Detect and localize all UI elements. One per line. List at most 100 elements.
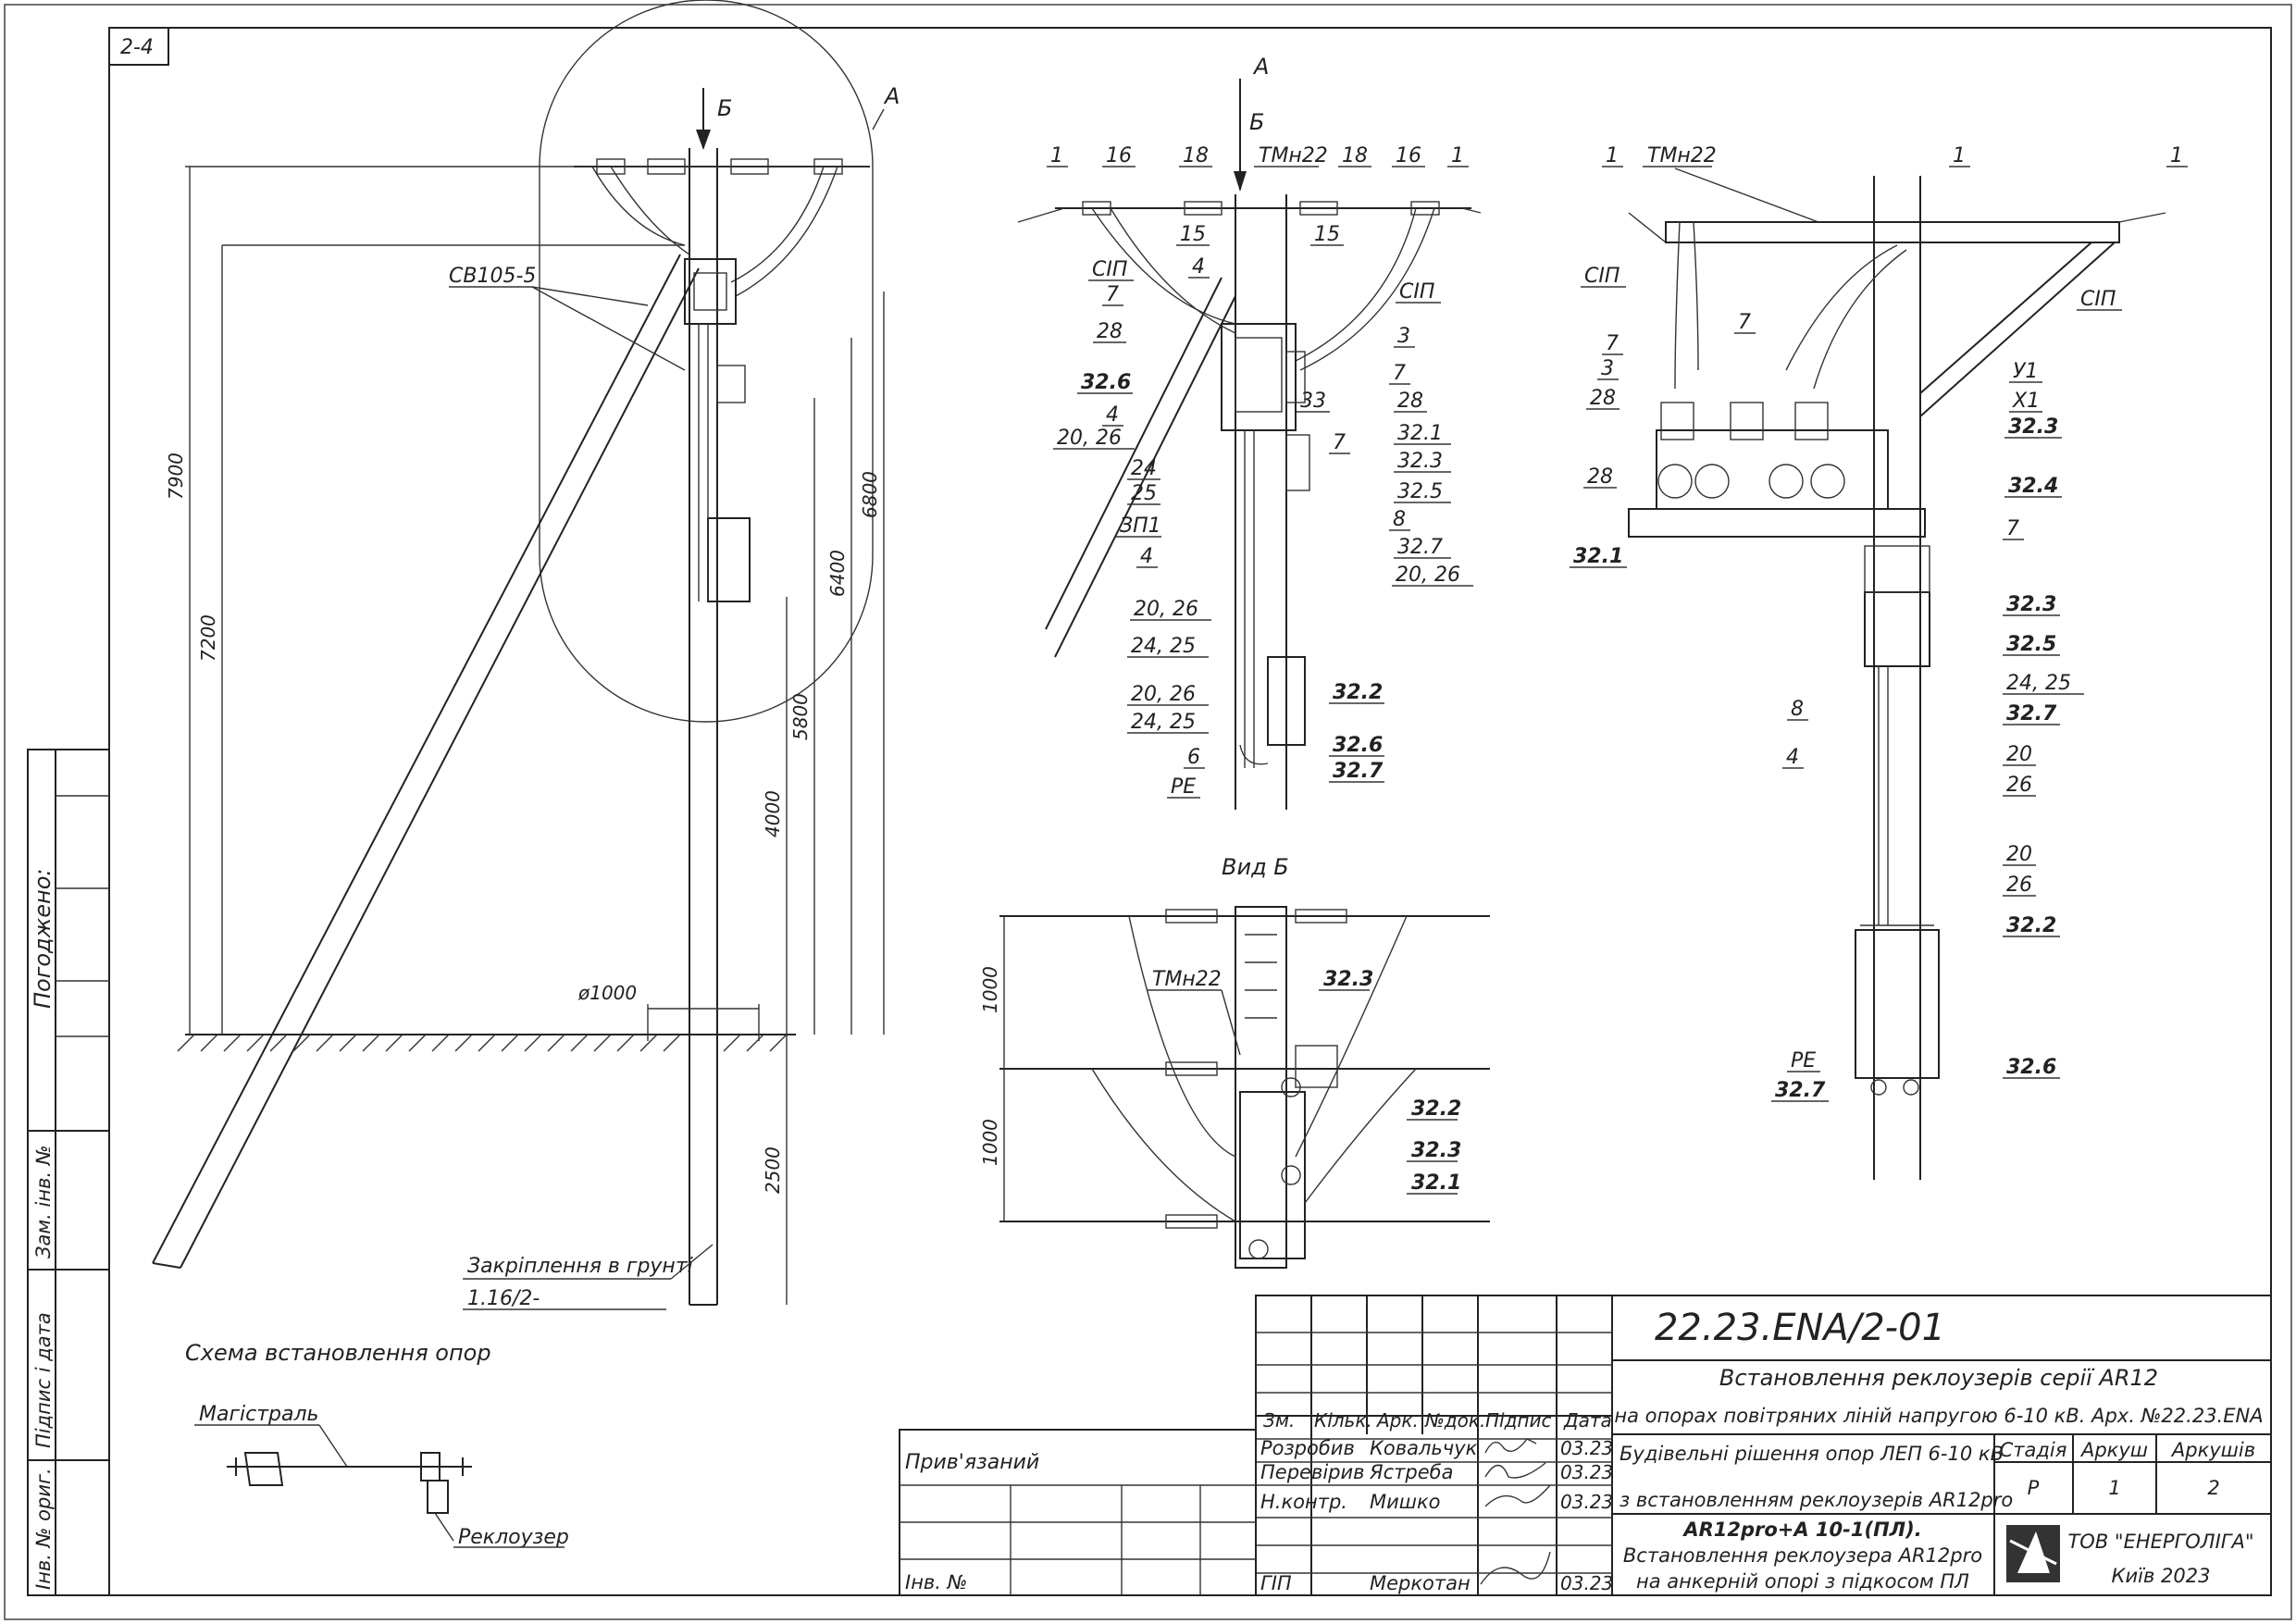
detail-right-label-11: 28	[1587, 465, 1613, 489]
row-date-2: 03.23	[1560, 1461, 1613, 1483]
detail-a-label-31: 24, 25	[1131, 635, 1196, 658]
detail-a-label-2: 18	[1183, 144, 1209, 167]
view-b-tmn: ТМн22	[1152, 968, 1222, 991]
view-b-title: Вид Б	[1222, 854, 1289, 880]
dim-2500: 2500	[762, 1147, 784, 1194]
detail-right-label-21: 4	[1786, 746, 1799, 769]
scheme-mainline-label: Магістраль	[199, 1403, 319, 1426]
detail-right-label-13: 32.3	[2008, 415, 2058, 439]
detail-right-label-9: 3	[1601, 357, 1614, 380]
sheets-header: Аркушів	[2170, 1439, 2255, 1461]
row-name-1: Ковальчук	[1370, 1437, 1478, 1459]
detail-a-label-15: 7	[1393, 362, 1406, 385]
company-logo	[2006, 1525, 2060, 1582]
detail-a-label-11: 7	[1106, 283, 1119, 306]
outer-border	[4, 4, 2292, 1620]
drawing-name-1: AR12pro+A 10-1(ПЛ).	[1682, 1519, 1921, 1541]
detail-a-label-8: СІП	[1092, 258, 1127, 281]
left-side-block: Погоджено: Зам. інв. № Підпис і дата Інв…	[27, 749, 110, 1596]
view-b-label-32-2: 32.2	[1411, 1097, 1461, 1121]
detail-a-label-33: 24, 25	[1131, 711, 1196, 734]
dim-7900: 7900	[165, 452, 187, 500]
detail-a-label-13: 3	[1397, 325, 1410, 348]
view-b-dim-1: 1000	[979, 966, 1001, 1013]
detail-a-label-24: 25	[1131, 482, 1157, 505]
detail-a-label-28: 4	[1140, 545, 1153, 568]
detail-right-label-28: 32.7	[1775, 1079, 1826, 1102]
detail-a-label-22: 32.5	[1397, 480, 1443, 503]
detail-a-tmn: ТМн22	[1259, 144, 1328, 167]
col-signature: Підпис	[1485, 1409, 1552, 1432]
dim-7200: 7200	[197, 614, 219, 662]
company-city: Київ 2023	[2112, 1565, 2211, 1587]
detail-a-label-5: 1	[1451, 144, 1464, 167]
row-name-4: Меркотан	[1370, 1572, 1471, 1594]
detail-a-label-3: 18	[1342, 144, 1368, 167]
callout-a-oval	[539, 0, 874, 723]
row-role-1: Розробив	[1260, 1437, 1355, 1459]
detail-right-label-12: 32.1	[1573, 545, 1623, 568]
col-ark: Арк.	[1375, 1409, 1419, 1432]
detail-right-label-25: 26	[2006, 874, 2032, 897]
detail-a-label-21: 7	[1333, 431, 1346, 454]
signature-3	[1484, 1484, 1551, 1507]
row-name-3: Мишко	[1370, 1491, 1441, 1513]
sheet-tag: 2-4	[120, 36, 154, 59]
inv-label: Інв. №	[905, 1571, 968, 1593]
detail-a-label-29: 20, 26	[1396, 564, 1460, 587]
detail-right-label-0: 1	[1606, 144, 1619, 167]
dim-5800: 5800	[789, 693, 812, 740]
col-ndok: №док.	[1424, 1409, 1485, 1432]
ground-fixing-label: Закріплення в грунті	[467, 1255, 693, 1278]
detail-a-label-12: 28	[1097, 320, 1123, 343]
title-line-2: на опорах повітряних ліній напругою 6-10…	[1614, 1405, 2263, 1427]
detail-a-bold-label-1: 32.2	[1333, 681, 1383, 704]
sign-date-label: Підпис і дата	[32, 1312, 55, 1448]
detail-right-label-19: 8	[1791, 698, 1804, 721]
sheet-header: Аркуш	[2079, 1439, 2148, 1461]
dimension-lines	[185, 166, 885, 1305]
installation-scheme: Схема встановлення опор Магістраль Рекло…	[185, 1340, 569, 1549]
detail-a-arrow-b: Б	[1249, 109, 1264, 135]
detail-right-label-14: 32.4	[2008, 475, 2058, 498]
detail-right-label-23: 26	[2006, 774, 2032, 797]
detail-a-label-19: 20, 26	[1057, 427, 1122, 450]
detail-a-label-25: 8	[1393, 508, 1406, 531]
detail-right-label-24: 20	[2006, 843, 2032, 866]
scheme-title: Схема встановлення опор	[185, 1340, 491, 1366]
detail-right-label-3: СІП	[1584, 265, 1620, 288]
view-b-label-32-3a: 32.3	[1323, 968, 1373, 991]
detail-right-label-26: 32.2	[2006, 914, 2056, 937]
title-block: Прив'язаний Інв. № 22.23.ENA/2-01 Встано…	[899, 1295, 2272, 1596]
detail-a-label-20: 32.3	[1397, 450, 1443, 473]
view-b-label-32-3b: 32.3	[1411, 1139, 1461, 1162]
detail-right-label-27: PE	[1791, 1049, 1816, 1072]
signature-1	[1484, 1438, 1537, 1454]
row-date-1: 03.23	[1560, 1437, 1613, 1459]
inv-orig-label: Інв. № ориг.	[32, 1468, 55, 1590]
detail-a-label-10: СІП	[1399, 280, 1434, 304]
dim-diameter: ø1000	[577, 982, 637, 1004]
stage-header: Стадія	[2000, 1439, 2067, 1461]
drawing-name-3: на анкерній опорі з підкосом ПЛ	[1636, 1570, 1969, 1593]
dim-6800: 6800	[859, 471, 881, 518]
detail-a: А Б ТМн22	[1017, 54, 1482, 810]
view-b-dim-2: 1000	[979, 1119, 1001, 1166]
detail-a-label-0: 1	[1050, 144, 1063, 167]
detail-a-label-18: 32.1	[1397, 422, 1443, 445]
attached-label: Прив'язаний	[905, 1451, 1039, 1474]
detail-a-label-7: 15	[1314, 223, 1340, 246]
ground-ref-label: 1.16/2-	[467, 1287, 540, 1310]
drawing-name-2: Встановлення реклоузера AR12pro	[1623, 1544, 1982, 1567]
detail-right-label-18: 24, 25	[2006, 672, 2071, 695]
detail-a-label-23: 24	[1131, 457, 1157, 480]
view-b-label-32-1: 32.1	[1411, 1172, 1461, 1195]
title-line-1: Встановлення реклоузерів серії AR12	[1719, 1365, 2158, 1391]
detail-a-label-17: 4	[1106, 403, 1119, 427]
detail-a-label-14: 33	[1300, 390, 1326, 413]
row-role-4: ГІП	[1260, 1572, 1292, 1594]
detail-right-label-15: 7	[2006, 517, 2019, 540]
dim-4000: 4000	[762, 790, 784, 837]
